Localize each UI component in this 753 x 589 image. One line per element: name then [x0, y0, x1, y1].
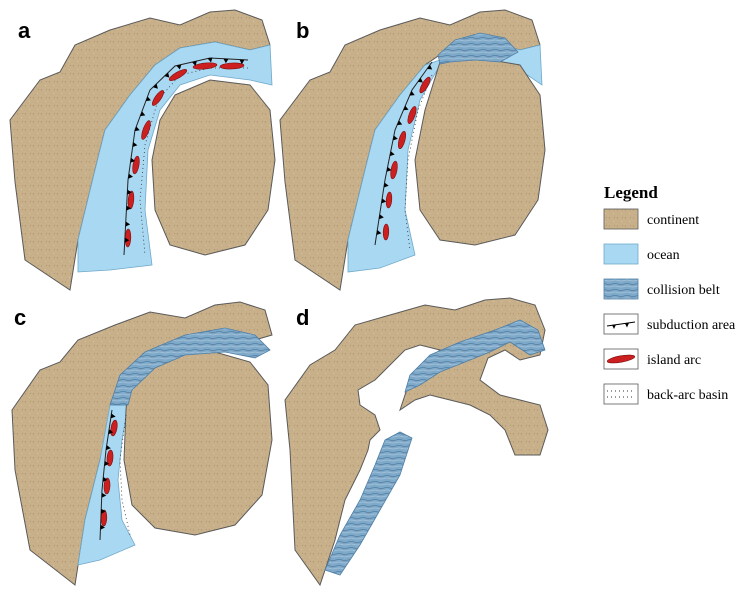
panel-b-subduction-tooth: [417, 77, 423, 83]
panel-b-backarc: [404, 74, 433, 251]
legend: Legend continent ocean collision belt su…: [603, 183, 736, 405]
panel-a-subduction-tooth: [130, 157, 136, 163]
panel-c-subduction-tooth: [100, 524, 105, 530]
panel-a-subduction: [123, 57, 249, 256]
panel-b-subduction-tooth: [403, 105, 409, 111]
panel-a-subduction-tooth: [164, 72, 170, 78]
panel-a-subduction-tooth: [125, 221, 131, 227]
panel-b-island-arcs: [382, 76, 431, 241]
panel-a-subduction-tooth: [239, 59, 245, 65]
legend-item-ocean: ocean: [603, 243, 680, 265]
panel-b-subduction-tooth: [427, 64, 433, 70]
legend-subduction-tooth-2: [625, 323, 629, 328]
panel-b-subduction-tooth: [392, 135, 398, 141]
panel-b-subduction-tooth: [409, 91, 415, 96]
legend-subduction-line: [606, 321, 636, 327]
panel-c: c: [11, 301, 273, 586]
legend-label-continent: continent: [647, 213, 699, 228]
panel-a-subduction-tooth: [124, 237, 130, 243]
panel-d-collision-belt-north: [404, 319, 546, 393]
panel-a-island-arcs: [124, 62, 245, 248]
panel-b-label: b: [296, 18, 309, 43]
legend-swatch-collision-belt: [603, 278, 639, 300]
panel-c-subduction-tooth: [106, 445, 111, 451]
panel-b-south-continent: [414, 57, 546, 246]
panel-c-subduction-tooth: [101, 508, 106, 514]
legend-arc-shape: [606, 354, 636, 364]
panel-a-label: a: [18, 18, 31, 43]
panel-d-continent: [284, 297, 549, 587]
panel-a-subduction-tooth: [145, 96, 151, 102]
legend-label-collision-belt: collision belt: [647, 283, 720, 298]
panel-b-ocean: [347, 41, 543, 273]
legend-swatch-back-arc-basin: [603, 383, 639, 405]
panel-a-subduction-tooth: [132, 142, 138, 147]
panel-b-subduction-tooth: [386, 166, 392, 172]
panel-a-subduction-tooth: [126, 205, 131, 211]
panel-c-subduction-tooth: [104, 461, 110, 466]
panel-c-collision-belt: [109, 327, 271, 406]
legend-subduction-tooth-1: [612, 324, 616, 329]
panel-a: a: [9, 9, 276, 291]
panel-c-subduction-tooth: [110, 413, 116, 419]
legend-title: Legend: [604, 183, 658, 202]
panel-a-subduction-tooth: [176, 64, 182, 70]
panel-a-subduction-tooth: [223, 58, 229, 64]
legend-label-subduction-area: subduction area: [647, 318, 736, 333]
panel-b-subduction-tooth: [389, 151, 395, 157]
legend-item-subduction-area: subduction area: [603, 313, 736, 335]
panel-a-backarc: [139, 67, 248, 256]
panel-c-south-continent: [123, 351, 273, 536]
panel-a-subduction-tooth: [192, 61, 197, 66]
panel-c-label: c: [14, 305, 26, 330]
legend-item-collision-belt: collision belt: [603, 278, 720, 300]
panel-c-subduction-tooth: [102, 476, 108, 482]
panel-b-subduction: [374, 61, 433, 246]
panel-a-subduction-tooth: [153, 83, 158, 89]
panel-d-label: d: [296, 305, 309, 330]
legend-label-ocean: ocean: [647, 248, 680, 263]
panel-b: b: [279, 9, 546, 291]
panel-b-subduction-tooth: [379, 214, 384, 220]
panel-c-subduction-tooth: [101, 492, 107, 498]
legend-item-back-arc-basin: back-arc basin: [603, 383, 728, 405]
panel-a-subduction-tooth: [128, 173, 133, 179]
panel-b-subduction-tooth: [381, 198, 387, 204]
panel-d-collision-belt-south: [324, 431, 413, 576]
legend-label-island-arc: island arc: [647, 353, 701, 368]
panel-c-subduction-tooth: [108, 429, 114, 435]
legend-label-back-arc-basin: back-arc basin: [647, 388, 728, 403]
panel-a-south-continent: [151, 79, 276, 256]
panel-b-subduction-tooth: [397, 120, 403, 126]
legend-item-island-arc: island arc: [603, 348, 701, 370]
legend-swatch-ocean: [603, 243, 639, 265]
panel-a-subduction-tooth: [207, 57, 213, 63]
panel-b-collision-belt: [437, 32, 519, 65]
legend-item-continent: continent: [603, 208, 699, 230]
panel-a-subduction-tooth: [127, 189, 132, 195]
legend-swatch-continent: [603, 208, 639, 230]
panel-a-subduction-tooth: [140, 111, 146, 117]
panel-a-subduction-tooth: [134, 126, 140, 132]
panel-b-subduction-tooth: [376, 230, 382, 235]
panel-b-subduction-tooth: [383, 182, 389, 188]
panel-d: d: [284, 297, 549, 587]
